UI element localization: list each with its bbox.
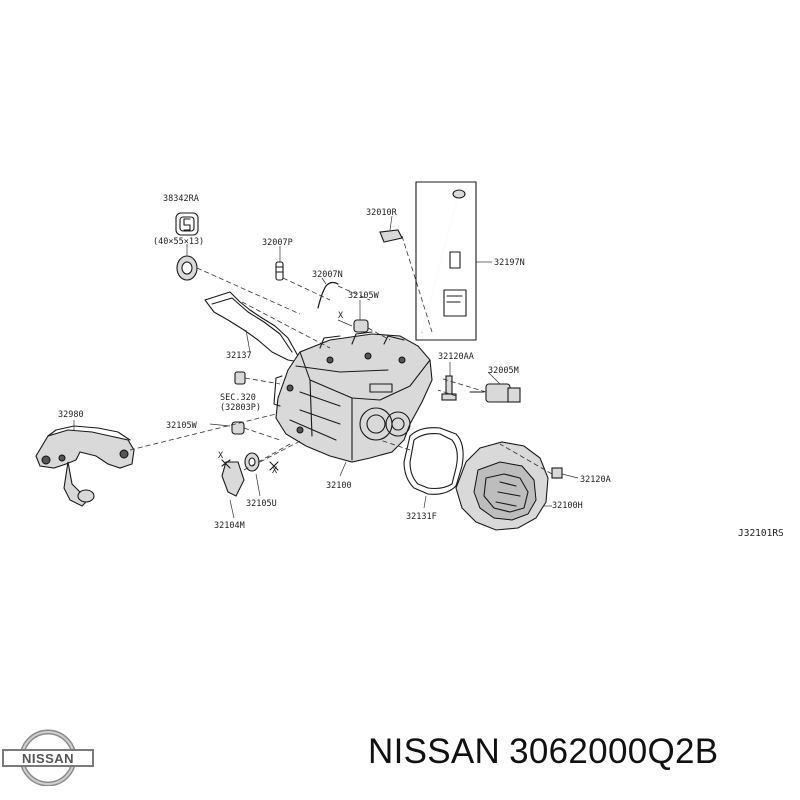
callout-32100H: 32100H (552, 501, 583, 511)
sensor-32005M (469, 383, 521, 403)
callout-32131F: 32131F (406, 512, 437, 522)
part-number: 3062000Q2B (509, 732, 719, 771)
callout-32105W-left: 32105W (166, 421, 198, 431)
callout-32980: 32980 (58, 410, 84, 420)
bracket-32980 (35, 420, 135, 507)
callout-32005M: 32005M (488, 366, 519, 376)
callout-32100: 32100 (326, 481, 352, 491)
callout-dims: (40×55×13) (153, 237, 204, 247)
housing-32100H (455, 441, 579, 531)
callout-32197N: 32197N (494, 258, 525, 268)
callout-38342RA: 38342RA (163, 194, 199, 204)
dipstick-32197N (379, 181, 477, 341)
hose-32007N (317, 281, 339, 309)
plug-32007P (275, 261, 284, 281)
callout-32120AA: 32120AA (438, 352, 474, 362)
diagram-ref-code: J32101RS (738, 528, 784, 539)
leader-lines (245, 215, 501, 477)
logo-text: NISSAN (22, 751, 74, 766)
callout-32137: 32137 (226, 351, 252, 361)
x-mark-top: X (338, 311, 344, 321)
assembly-lines (129, 235, 553, 475)
plug-32105W-top (337, 319, 369, 333)
x-mark-right: X (272, 466, 278, 476)
callout-32010R: 32010R (366, 208, 398, 218)
callout-sec-line2: (32803P) (220, 403, 261, 413)
x-mark-left: X (218, 451, 224, 461)
callout-32007N: 32007N (312, 270, 343, 280)
callout-32105W-top: 32105W (348, 291, 380, 301)
callout-32105U: 32105U (246, 499, 277, 509)
transmission-case-32100 (273, 331, 433, 463)
callout-32120A: 32120A (580, 475, 611, 485)
callout-sec-line1: SEC.320 (220, 393, 256, 403)
bolt-32120AA (441, 362, 457, 401)
gasket-32137 (204, 291, 301, 363)
callout-32007P: 32007P (262, 238, 293, 248)
seal-38342RA (175, 212, 199, 281)
switch-32104M (221, 459, 245, 519)
gasket-32131F (403, 427, 464, 509)
brand-name: NISSAN (368, 732, 501, 771)
callout-32104M: 32104M (214, 521, 245, 531)
nissan-logo: NISSAN (2, 729, 94, 786)
seal-32105U (244, 452, 279, 497)
